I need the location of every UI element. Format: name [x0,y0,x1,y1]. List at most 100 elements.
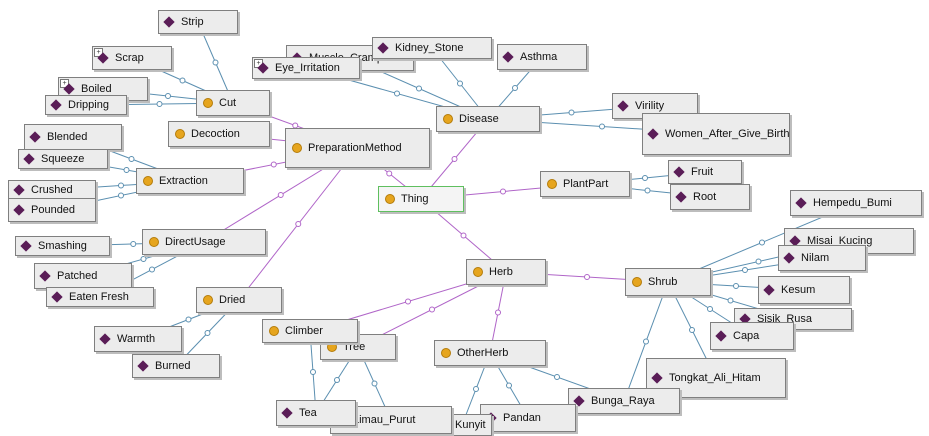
node-label: Tree [343,341,366,353]
node-root[interactable]: Root [670,184,750,210]
node-label: Women_After_Give_Birth [665,127,790,140]
node-pandan[interactable]: Pandan [480,404,576,432]
edge-marker [512,85,518,91]
node-label: Disease [459,113,499,125]
node-cut[interactable]: Cut [196,90,270,116]
individual-icon [13,184,25,196]
node-tea[interactable]: Tea [276,400,356,426]
node-label: Eye_Irritation [275,62,340,74]
individual-icon [23,153,35,165]
node-label: DirectUsage [165,236,226,248]
node-label: Burned [155,360,191,372]
edge-marker [212,59,219,66]
node-dripping[interactable]: Dripping [45,95,127,115]
node-capa[interactable]: Capa [710,322,794,350]
edge-marker [568,109,575,116]
node-label: Climber [285,325,323,337]
node-disease[interactable]: Disease [436,106,540,132]
node-label: Nilam [801,252,830,264]
class-icon [385,194,395,204]
node-label: Kesum [781,284,816,296]
node-label: Shrub [648,276,678,288]
edge-marker [394,90,400,97]
class-icon [203,98,213,108]
node-pounded[interactable]: Pounded [8,198,96,222]
node-plant-part[interactable]: PlantPart [540,171,630,197]
edge-marker [495,309,501,316]
node-extraction[interactable]: Extraction [136,168,244,194]
node-strip[interactable]: Strip [158,10,238,34]
individual-icon [647,128,659,140]
individual-icon [281,407,293,419]
node-label: Kidney_Stone [395,42,464,54]
node-crushed[interactable]: Crushed [8,180,96,200]
node-blended[interactable]: Blended [24,124,122,150]
edge-marker [759,239,765,246]
node-label: Eaten Fresh [69,291,129,303]
node-thing[interactable]: Thing [378,186,464,212]
node-label: Warmth [117,333,156,345]
class-icon [547,179,557,189]
node-fruit[interactable]: Fruit [668,160,742,184]
node-kesum[interactable]: Kesum [758,276,850,304]
class-icon [292,143,302,153]
edge-marker [457,80,463,87]
node-asthma[interactable]: Asthma [497,44,587,70]
node-nilam[interactable]: Nilam [778,245,866,271]
individual-icon [651,372,663,384]
individual-icon [377,42,389,54]
individual-icon [763,284,775,296]
edge-marker [500,188,506,195]
individual-icon [51,291,63,303]
edge-marker [270,161,277,168]
node-squeeze[interactable]: Squeeze [18,149,108,169]
node-label: Scrap [115,52,144,64]
node-women-after-give-birth[interactable]: Women_After_Give_Birth [642,113,790,155]
node-preparation-method[interactable]: PreparationMethod [285,128,430,168]
node-eye-irritation[interactable]: + Eye_Irritation [252,57,360,79]
node-scrap[interactable]: + Scrap [92,46,172,70]
individual-icon [99,333,111,345]
edge-marker [118,182,124,189]
node-label: Hempedu_Bumi [813,197,892,209]
node-warmth[interactable]: Warmth [94,326,182,352]
node-hempedu-bumi[interactable]: Hempedu_Bumi [790,190,922,216]
node-label: Decoction [191,128,240,140]
node-eaten-fresh[interactable]: Eaten Fresh [46,287,154,307]
class-icon [443,114,453,124]
edge-marker [165,93,171,99]
node-direct-usage[interactable]: DirectUsage [142,229,266,255]
node-label: Cut [219,97,237,109]
edge-marker [123,167,130,173]
node-label: Pandan [503,412,541,424]
edge-marker [149,266,155,273]
edge-marker [310,369,316,375]
class-icon [175,129,185,139]
node-climber[interactable]: Climber [262,319,358,343]
individual-icon [715,330,727,342]
individual-icon [673,166,685,178]
node-kidney-stone[interactable]: Kidney_Stone [372,37,492,59]
node-label: Tongkat_Ali_Hitam [669,371,761,384]
node-dried[interactable]: Dried [196,287,282,313]
node-bunga-raya[interactable]: Bunga_Raya [568,388,680,414]
edge-marker [733,283,739,289]
individual-icon [20,240,32,252]
class-icon [203,295,213,305]
node-shrub[interactable]: Shrub [625,268,711,296]
individual-icon [137,360,149,372]
node-smashing[interactable]: Smashing [15,236,110,256]
node-label: Pounded [31,204,76,216]
node-burned[interactable]: Burned [132,354,220,378]
node-patched[interactable]: Patched [34,263,132,289]
node-herb[interactable]: Herb [466,259,546,285]
node-other-herb[interactable]: OtherHerb [434,340,546,366]
node-label: Fruit [691,166,713,178]
edge-marker [185,316,192,323]
node-decoction[interactable]: Decoction [168,121,270,147]
node-label: Herb [489,266,513,278]
edge-marker [277,192,284,198]
node-label: Blended [47,131,88,143]
edge-marker [554,374,560,380]
